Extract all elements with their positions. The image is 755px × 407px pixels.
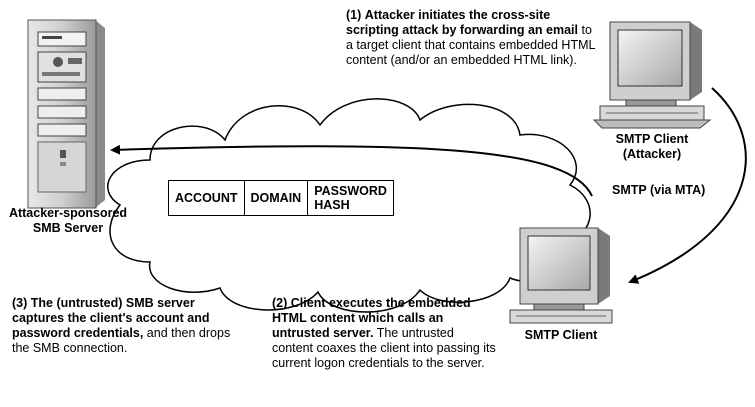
client-computer-icon bbox=[509, 227, 613, 324]
step3-rest: and then drops the SMB connection. bbox=[12, 326, 231, 355]
step3-number: (3) bbox=[12, 296, 28, 310]
attacker-label-line2: (Attacker) bbox=[622, 147, 682, 161]
attacker-computer-icon bbox=[592, 21, 712, 129]
step3-text: (3) The (untrusted) SMB server captures … bbox=[12, 296, 242, 356]
step2-number: (2) bbox=[272, 296, 288, 310]
server-label: Attacker-sponsored SMB Server bbox=[8, 206, 128, 235]
step1-rest: to a target client that contains embedde… bbox=[346, 23, 595, 67]
smtp-arrow bbox=[628, 87, 747, 284]
packet-field-domain: DOMAIN bbox=[243, 180, 309, 216]
step2-rest: The untrusted content coaxes the client … bbox=[272, 326, 496, 370]
step1-text: (1) Attacker initiates the cross-site sc… bbox=[346, 8, 598, 68]
step2-text: (2) Client executes the embedded HTML co… bbox=[272, 296, 498, 371]
step1-number: (1) bbox=[346, 8, 362, 22]
smtp-edge-label: SMTP (via MTA) bbox=[612, 183, 706, 197]
attacker-label: SMTP Client (Attacker) bbox=[590, 132, 714, 162]
step2-bold: Client executes the embedded HTML conten… bbox=[272, 296, 471, 340]
credentials-packet: ACCOUNT DOMAIN PASSWORD HASH bbox=[168, 180, 394, 216]
packet-field-account: ACCOUNT bbox=[168, 180, 245, 216]
step3-bold: The (untrusted) SMB server captures the … bbox=[12, 296, 210, 340]
client-label: SMTP Client bbox=[524, 328, 598, 342]
smb-server-icon bbox=[27, 19, 105, 209]
step1-bold: Attacker initiates the cross-site script… bbox=[346, 8, 579, 37]
attacker-label-line1: SMTP Client bbox=[615, 132, 689, 146]
credentials-arrow bbox=[110, 144, 593, 197]
packet-field-password-hash: PASSWORD HASH bbox=[307, 180, 394, 216]
